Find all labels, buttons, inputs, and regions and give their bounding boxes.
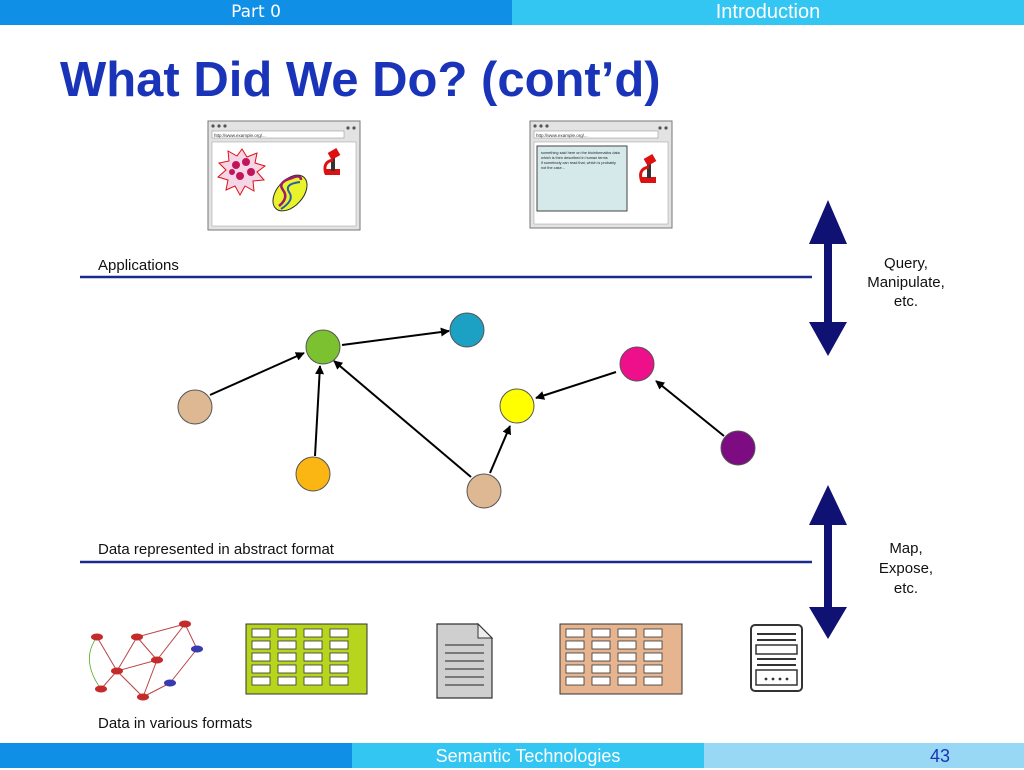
- graph-node-teal: [449, 312, 485, 348]
- header-topic-bar: Introduction: [512, 0, 1024, 25]
- map-label-2: Expose,: [879, 560, 933, 577]
- graph-node-green: [305, 329, 341, 365]
- dna-image: [272, 174, 308, 212]
- graph-node-tan-right: [466, 473, 502, 509]
- query-double-arrow: [809, 200, 847, 356]
- query-label-1: Query,: [884, 255, 928, 272]
- graph-edge: [489, 425, 511, 474]
- browser-text-line-1: something said here on the bioinformatic…: [541, 151, 621, 155]
- microscope-image-2: [639, 154, 657, 183]
- header-section-bar: Part 0: [0, 0, 512, 25]
- footer-bar: Semantic Technologies 43: [0, 743, 1024, 768]
- various-formats-label: Data in various formats: [98, 715, 252, 732]
- map-label-3: etc.: [894, 580, 918, 597]
- graph-edge: [314, 365, 325, 457]
- browser-right-url: http://www.example.org/...: [536, 133, 588, 138]
- graph-node-purple: [720, 430, 756, 466]
- graph-node-yellow: [499, 388, 535, 424]
- browser-left-url: http://www.example.org/...: [214, 133, 266, 138]
- footer-course-title: Semantic Technologies: [435, 746, 621, 766]
- map-label-1: Map,: [889, 540, 922, 557]
- green-table-icon: [245, 623, 368, 695]
- graph-node-tan-left: [177, 389, 213, 425]
- graph-nodes: [177, 312, 756, 509]
- graph-edge: [655, 380, 725, 437]
- tan-table-icon: [559, 623, 683, 695]
- browser-text-line-3: if somebody can read that, which is prob…: [541, 161, 616, 165]
- molecule-burst-image: [216, 148, 267, 197]
- browser-window-right: http://www.example.org/... something sai…: [529, 120, 673, 229]
- browser-text-line-4: not the case...: [541, 166, 565, 170]
- footer-left-block: [0, 743, 352, 768]
- graph-edge: [341, 327, 450, 346]
- header-section-label: Part 0: [231, 2, 281, 22]
- slide-title: What Did We Do? (cont’d): [60, 53, 661, 107]
- graph-node-orange: [295, 456, 331, 492]
- form-document-icon: [750, 624, 803, 692]
- graph-edge: [535, 371, 617, 400]
- document-icon: [436, 622, 494, 699]
- graph-edges: [209, 327, 725, 478]
- map-double-arrow: [809, 485, 847, 639]
- query-label-3: etc.: [894, 293, 918, 310]
- microscope-image: [323, 148, 341, 175]
- header-topic-label: Introduction: [715, 1, 821, 23]
- graph-edge: [333, 360, 472, 478]
- page-number: 43: [929, 746, 950, 766]
- network-graph-icon: [89, 620, 203, 701]
- graph-node-magenta: [619, 346, 655, 382]
- browser-window-left: http://www.example.org/...: [207, 120, 361, 231]
- query-label-2: Manipulate,: [867, 274, 945, 291]
- footer-center-block: Semantic Technologies: [352, 743, 704, 768]
- footer-right-block: 43: [704, 743, 1024, 768]
- graph-edge: [209, 352, 305, 396]
- applications-label: Applications: [98, 257, 179, 274]
- abstract-data-label: Data represented in abstract format: [98, 541, 335, 558]
- browser-text-line-2: which is then described in human terms: [541, 156, 608, 160]
